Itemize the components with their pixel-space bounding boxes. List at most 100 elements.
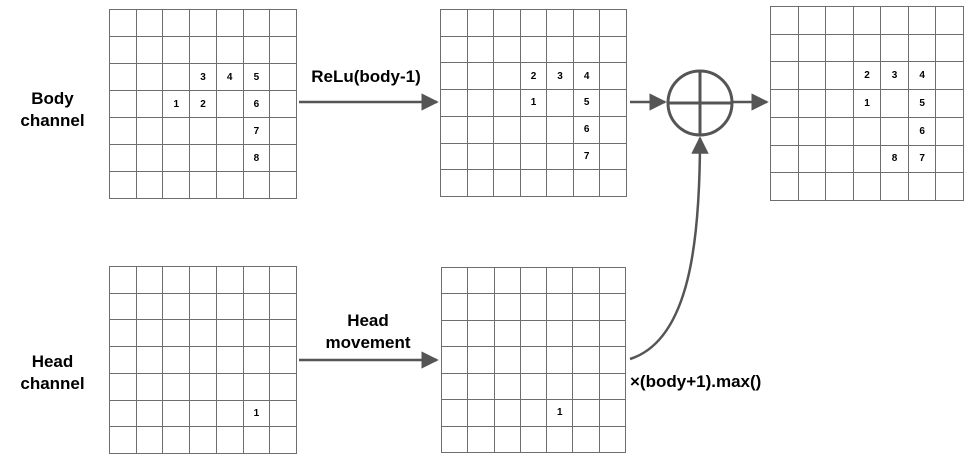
grid-cell — [798, 34, 827, 63]
grid-cell — [599, 294, 626, 321]
grid-cell — [110, 172, 137, 199]
grid-cell — [270, 91, 297, 118]
head-movement-label: Head movement — [325, 311, 411, 352]
grid-cell — [798, 62, 827, 91]
grid-cell — [853, 117, 882, 146]
grid-cell — [442, 268, 469, 295]
grid-cell — [163, 320, 191, 348]
grid-cell — [600, 170, 627, 197]
grid-cell — [853, 7, 882, 35]
grid-cell — [520, 170, 548, 197]
grid-cell — [468, 347, 495, 374]
grid-cell — [110, 373, 137, 401]
grid-cell — [494, 294, 521, 321]
grid-cell — [243, 347, 271, 374]
grid-cell — [270, 427, 297, 454]
grid-cell — [494, 400, 521, 427]
grid-cell — [547, 347, 574, 374]
grid-cell — [136, 118, 164, 145]
grid-cell — [600, 143, 627, 171]
grid-cell — [270, 267, 297, 294]
grid-cell — [494, 268, 521, 295]
grid-cell — [853, 145, 882, 174]
grid-cell: 1 — [547, 400, 574, 427]
grid-cell — [163, 172, 191, 199]
head-to-sum-curve — [629, 136, 709, 361]
grid-cell — [771, 145, 799, 174]
grid-cell — [442, 373, 469, 401]
grid-cell — [520, 36, 548, 64]
grid-cell — [853, 173, 882, 201]
grid-cell — [442, 320, 469, 348]
grid-cell: 2 — [520, 63, 548, 91]
grid-cell — [494, 116, 521, 144]
head-input-grid: 1 — [109, 266, 297, 454]
grid-cell — [441, 116, 468, 144]
grid-cell — [467, 90, 495, 117]
grid-cell — [270, 118, 297, 145]
grid-cell — [881, 34, 909, 63]
grid-cell — [136, 37, 164, 64]
grid-cell — [442, 294, 469, 321]
grid-cell — [771, 34, 799, 63]
grid-cell — [547, 426, 574, 453]
grid-cell — [216, 400, 244, 428]
grid-cell: 2 — [190, 91, 217, 118]
scale-label: ×(body+1).max() — [630, 372, 762, 391]
grid-cell — [547, 143, 574, 171]
grid-cell — [270, 10, 297, 37]
grid-cell — [243, 320, 271, 348]
grid-cell — [520, 320, 548, 348]
grid-cell — [771, 173, 799, 201]
grid-cell — [110, 91, 137, 118]
grid-cell — [243, 267, 271, 294]
grid-cell — [110, 118, 137, 145]
grid-cell — [190, 347, 217, 374]
grid-cell — [547, 320, 574, 348]
grid-cell — [467, 143, 495, 171]
grid-cell — [494, 36, 521, 64]
circle-plus-icon — [666, 69, 734, 137]
grid-cell — [163, 400, 191, 428]
grid-cell — [190, 267, 217, 294]
grid-cell — [243, 293, 271, 321]
body-channel-label: Body channel — [20, 89, 85, 130]
grid-cell — [163, 145, 191, 172]
grid-cell — [163, 64, 191, 91]
grid-cell — [468, 268, 495, 295]
grid-cell — [163, 293, 191, 321]
grid-cell — [163, 10, 191, 37]
grid-cell — [600, 63, 627, 91]
grid-cell — [599, 320, 626, 348]
grid-cell — [547, 294, 574, 321]
grid-cell — [467, 36, 495, 64]
grid-cell — [110, 427, 137, 454]
grid-cell — [441, 36, 468, 64]
grid-cell: 7 — [908, 145, 937, 174]
grid-cell — [494, 320, 521, 348]
grid-cell — [468, 294, 495, 321]
grid-cell — [826, 117, 854, 146]
grid-cell — [853, 34, 882, 63]
grid-cell — [599, 347, 626, 374]
grid-cell — [216, 118, 244, 145]
grid-cell — [936, 7, 964, 35]
relu-label: ReLu(body-1) — [311, 67, 421, 86]
grid-cell: 7 — [243, 118, 271, 145]
grid-cell — [136, 427, 164, 454]
grid-cell — [216, 91, 244, 118]
grid-cell — [547, 373, 574, 401]
grid-cell — [270, 145, 297, 172]
grid-cell — [467, 170, 495, 197]
grid-cell: 6 — [243, 91, 271, 118]
grid-cell — [190, 427, 217, 454]
grid-cell — [494, 426, 521, 453]
grid-cell — [163, 267, 191, 294]
grid-cell — [216, 267, 244, 294]
grid-cell — [270, 400, 297, 428]
grid-cell — [573, 36, 601, 64]
grid-cell — [442, 426, 469, 453]
